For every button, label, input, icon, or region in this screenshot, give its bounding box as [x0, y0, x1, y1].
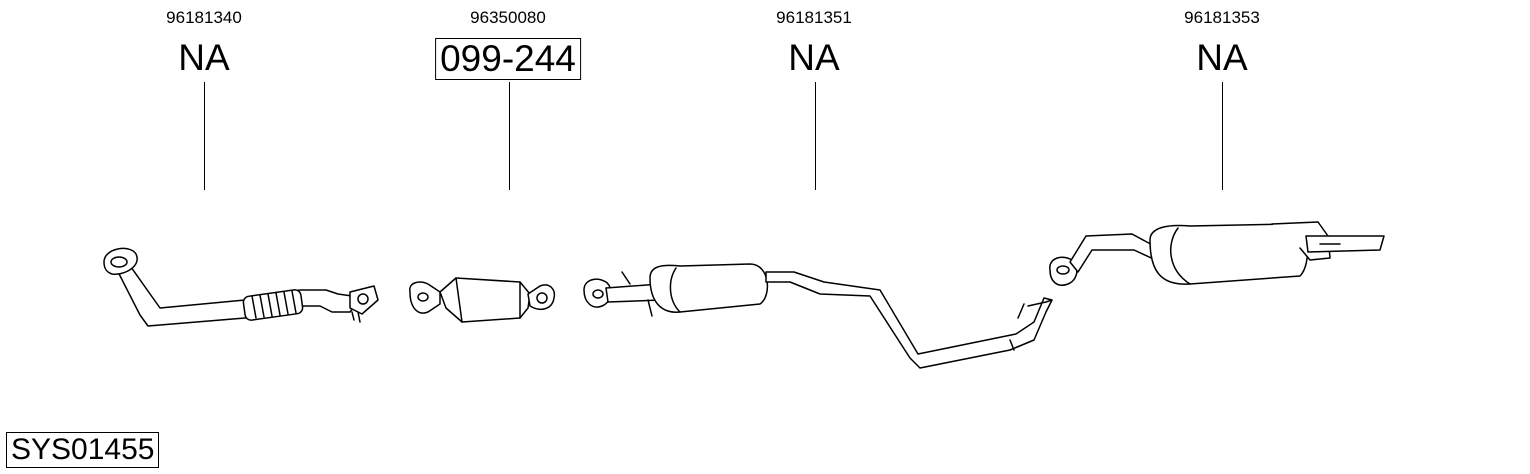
center-silencer-drawing[interactable]	[583, 263, 1053, 369]
part-4-leader-line	[1222, 82, 1223, 190]
part-2-oem-number: 96350080	[470, 8, 546, 27]
part-3-code[interactable]: NA	[788, 37, 840, 78]
part-1-leader-line	[204, 82, 205, 190]
part-3-oem-number: 96181351	[776, 8, 852, 27]
rear-silencer-drawing[interactable]	[1049, 221, 1385, 286]
catalytic-converter-drawing[interactable]	[409, 277, 556, 323]
front-pipe-drawing[interactable]	[103, 247, 379, 327]
part-4-oem-number: 96181353	[1184, 8, 1260, 27]
part-4-code[interactable]: NA	[1196, 37, 1248, 78]
part-2-code[interactable]: 099-244	[435, 38, 581, 80]
system-code-label: SYS01455	[6, 432, 160, 468]
part-2-leader-line	[509, 82, 510, 190]
part-1-oem-number: 96181340	[166, 8, 242, 27]
part-3-leader-line	[815, 82, 816, 190]
part-1-code[interactable]: NA	[178, 37, 230, 78]
